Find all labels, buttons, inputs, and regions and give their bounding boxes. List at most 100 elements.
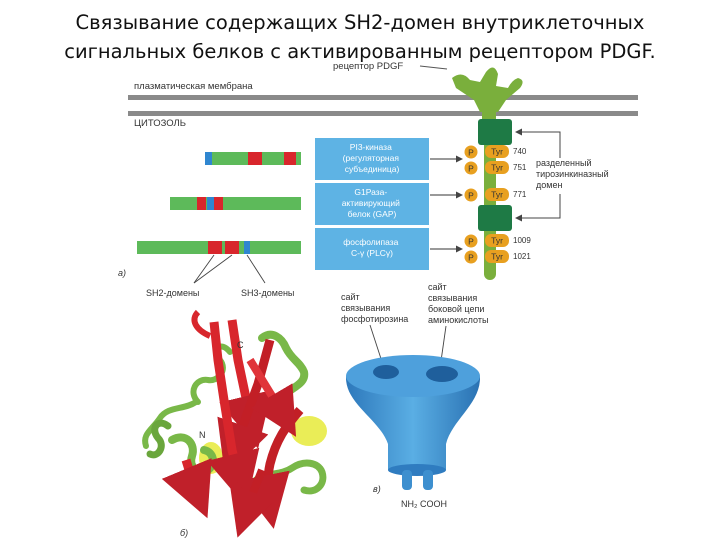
beta-strand-3 — [206, 321, 260, 507]
tyr-pill — [485, 234, 509, 247]
tyr-label: Tyr — [491, 252, 503, 262]
receptor-label: рецептор PDGF — [333, 61, 403, 72]
residue-number: 1021 — [513, 252, 531, 261]
sh2-segment — [214, 197, 223, 210]
side-chain-pocket — [426, 366, 458, 382]
n-terminus-stub — [402, 470, 412, 490]
membrane-label: плазматическая мембрана — [134, 81, 253, 92]
info-box-text: фосфолипаза C-γ (PLCγ) — [343, 237, 400, 258]
sh3-pointer — [246, 254, 266, 284]
sh2-segment — [284, 152, 296, 165]
info-box-bg — [315, 183, 429, 225]
receptor-extracellular — [452, 67, 523, 112]
phospho-circle — [464, 145, 478, 159]
phospho-label: P — [468, 237, 474, 247]
side-chain-site-label: сайт связывания боковой цепи аминокислот… — [428, 282, 488, 325]
sh3-domains-label: SH3-домены — [241, 288, 294, 298]
sh2-pointer-1 — [193, 254, 215, 284]
phosphotyrosine-site-751: P Tyr 751 — [464, 161, 527, 175]
sh2-segment — [197, 197, 206, 210]
receptor-transmembrane — [482, 100, 496, 120]
sh3-segment — [244, 241, 250, 254]
slide-title: Связывание содержащих SH2-домен внутрикл… — [0, 8, 720, 66]
phosphotyrosine-site-1021: P Tyr 1021 — [464, 250, 531, 264]
phosphotyrosine-site-771: P Tyr 771 — [464, 188, 527, 202]
tyr-pill — [485, 145, 509, 158]
sh2-segment — [225, 241, 239, 254]
phosphotyrosine-site-1009: P Tyr 1009 — [464, 234, 531, 248]
tyr-label: Tyr — [491, 147, 503, 157]
tyr-pill — [485, 188, 509, 201]
phospho-label: P — [468, 191, 474, 201]
info-box-bg — [315, 138, 429, 180]
phospho-label: P — [468, 164, 474, 174]
beta-strand-6 — [161, 458, 212, 519]
info-box-text: G1Раза- активирующий белок (GAP) — [342, 187, 403, 219]
kinase-arrow-2 — [515, 194, 561, 222]
panel-c: сайт связывания фосфотирозина сайт связы… — [341, 282, 488, 509]
info-box-text: PI3-киназа (регуляторная субъединица) — [343, 142, 402, 174]
cytosol-label: ЦИТОЗОЛЬ — [134, 118, 186, 129]
c-terminus-label: C — [237, 340, 244, 350]
phosphotyrosine-site-740: P Tyr 740 — [464, 145, 527, 159]
beta-strand-5 — [246, 357, 297, 437]
phospho-circle — [464, 161, 478, 175]
kinase-arrow-1 — [515, 128, 561, 158]
tyr-label: Tyr — [491, 236, 503, 246]
residue-number: 1009 — [513, 236, 531, 245]
residue-number: 740 — [513, 147, 527, 156]
n-terminus-label: N — [199, 430, 206, 440]
residue-number: 771 — [513, 190, 527, 199]
tyr-pill — [485, 161, 509, 174]
phospho-label: P — [468, 253, 474, 263]
kinase-domain-label: разделенный тирозинкиназный домен — [536, 158, 611, 190]
panel-a-letter: а) — [118, 268, 126, 278]
info-box-bg — [315, 228, 429, 270]
sh2-segment — [248, 152, 262, 165]
pdgf-receptor — [452, 67, 523, 280]
membrane-top-line — [128, 95, 638, 100]
panel-b: C N б) — [142, 309, 327, 538]
loop-2 — [142, 399, 199, 449]
termini-label: NH₂ COOH — [401, 499, 447, 509]
tyr-label: Tyr — [491, 163, 503, 173]
sh2-domains-label: SH2-домены — [146, 288, 199, 298]
c-terminus-stub — [423, 470, 433, 490]
title-line-1: Связывание содержащих SH2-домен внутрикл… — [75, 11, 645, 34]
phosphotyrosine-pocket — [373, 365, 399, 379]
beta-strand-7 — [229, 468, 276, 538]
info-box-plcg: фосфолипаза C-γ (PLCγ) — [315, 228, 429, 270]
phospho-circle — [464, 234, 478, 248]
phosphotyrosine-site-label: сайт связывания фосфотирозина — [341, 292, 408, 324]
tyr-label: Tyr — [491, 190, 503, 200]
sh2-pointer-2 — [193, 254, 233, 284]
panel-b-letter: б) — [180, 528, 188, 538]
info-box-gap: G1Раза- активирующий белок (GAP) — [315, 183, 429, 225]
info-box-pi3k: PI3-киназа (регуляторная субъединица) — [315, 138, 429, 180]
bar-body — [170, 197, 301, 210]
binding-highlight-1 — [291, 416, 327, 446]
c-terminal-tail — [191, 309, 212, 339]
protein-bar-plcg — [137, 241, 301, 254]
protein-bar-gap — [170, 197, 301, 210]
sh3-segment — [207, 197, 214, 210]
protein-bar-pi3k — [205, 152, 301, 165]
sh2-surface-base — [388, 464, 446, 476]
sh2-segment — [208, 241, 222, 254]
title-line-2: сигнальных белков с активированным рецеп… — [64, 40, 656, 63]
phospho-label: P — [468, 148, 474, 158]
receptor-pointer — [419, 65, 448, 70]
panel-c-letter: в) — [373, 484, 381, 494]
tyr-pill — [485, 250, 509, 263]
helix-a — [258, 330, 309, 396]
helix-b-1 — [146, 419, 172, 459]
kinase-domain-2 — [478, 205, 512, 231]
sh3-segment — [205, 152, 212, 165]
phospho-circle — [464, 188, 478, 202]
phospho-circle — [464, 250, 478, 264]
kinase-domain-1 — [478, 119, 512, 145]
panel-a: плазматическая мембрана ЦИТОЗОЛЬ рецепто… — [118, 61, 638, 298]
sh2-surface-top — [346, 355, 480, 397]
residue-number: 751 — [513, 163, 527, 172]
